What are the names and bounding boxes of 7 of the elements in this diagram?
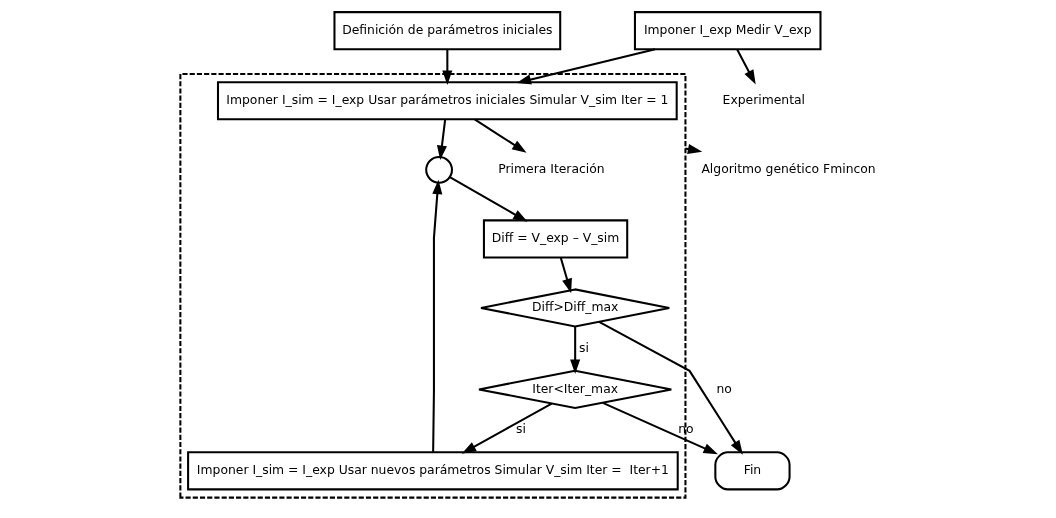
- node-text: Experimental: [722, 92, 805, 107]
- node-text: Primera Iteración: [498, 162, 605, 177]
- edge-label: si: [578, 340, 589, 355]
- node-text: Algoritmo genético Fmincon: [701, 162, 876, 177]
- edge-label: no: [678, 422, 694, 437]
- edge-label: si: [516, 422, 526, 437]
- edge-label: no: [716, 381, 732, 396]
